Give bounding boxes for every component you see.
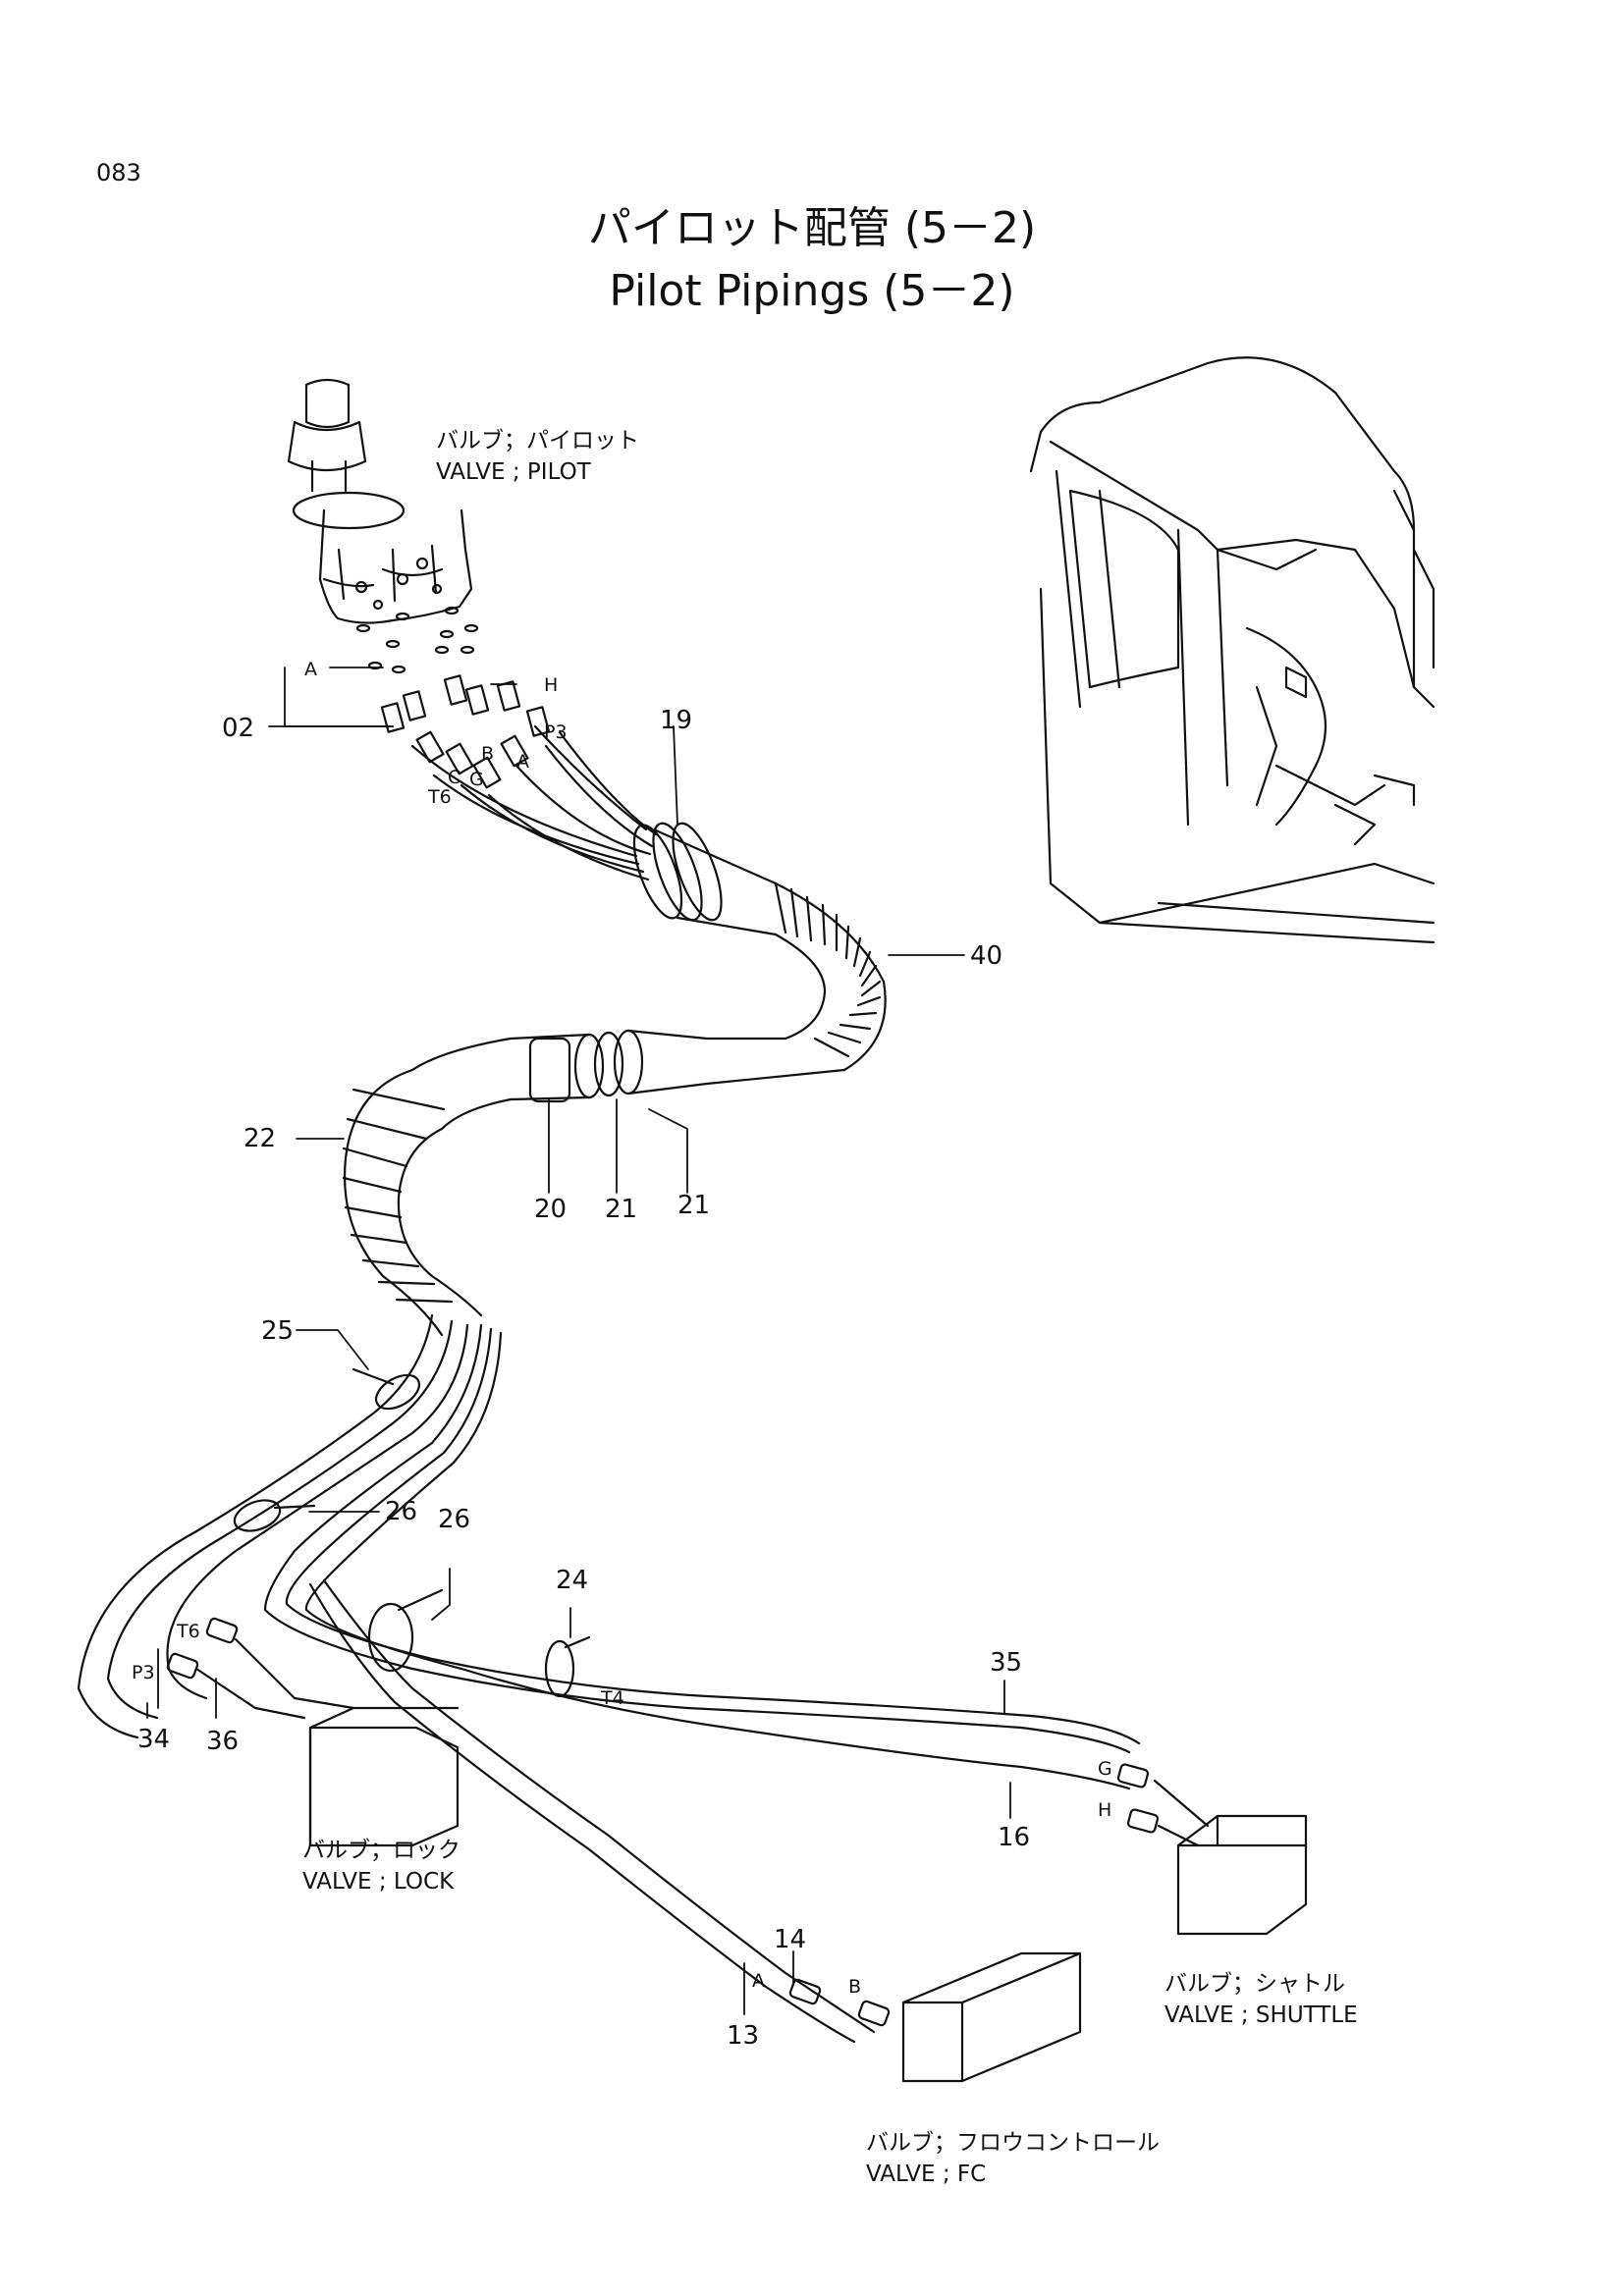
component-captions: バルブ；パイロット VALVE ; PILOT バルブ；ロック VALVE ; … xyxy=(302,428,1358,2187)
callout-21-second: 21 xyxy=(677,1191,710,1220)
fc-valve-caption-ja: バルブ；フロウコントロール xyxy=(866,2130,1160,2156)
pilot-valve-drawing xyxy=(287,378,473,624)
port-c-top: C xyxy=(448,767,460,788)
corrugated-tube-40 xyxy=(654,828,887,1086)
clamps xyxy=(233,1367,591,1698)
callout-24: 24 xyxy=(556,1566,588,1595)
callout-20: 20 xyxy=(534,1195,567,1224)
port-b-top: B xyxy=(481,743,494,765)
port-b-fc: B xyxy=(848,1976,861,1998)
pilot-hose-bundle xyxy=(410,724,658,881)
callout-labels: 02 19 40 22 20 21 21 25 26 26 24 35 16 3… xyxy=(137,706,1030,2051)
pilot-valve-caption-ja: バルブ；パイロット xyxy=(436,428,639,454)
main-hose-run xyxy=(77,1313,1141,2044)
shuttle-valve-drawing xyxy=(1116,1763,1308,1936)
shuttle-valve-caption-ja: バルブ；シャトル xyxy=(1164,1971,1345,1997)
callout-26-first: 26 xyxy=(385,1497,417,1526)
callout-36: 36 xyxy=(206,1727,239,1756)
fc-valve-drawing xyxy=(788,1951,1082,2083)
page-number: 083 xyxy=(96,159,141,187)
callout-26-second: 26 xyxy=(438,1505,470,1534)
port-p3-top: P3 xyxy=(544,721,568,743)
callout-02: 02 xyxy=(222,714,254,743)
port-g-shuttle: G xyxy=(1098,1758,1112,1780)
port-a-fc: A xyxy=(752,1970,765,1992)
spiral-guard-22 xyxy=(342,1068,483,1337)
callout-40: 40 xyxy=(970,941,1002,971)
fc-valve-caption-en: VALVE ; FC xyxy=(866,2162,986,2187)
callout-14: 14 xyxy=(774,1925,806,1954)
port-h-top: H xyxy=(544,674,558,696)
adapters-02 xyxy=(380,674,551,789)
pilot-valve-caption-en: VALVE ; PILOT xyxy=(436,459,592,485)
port-h-shuttle: H xyxy=(1098,1799,1111,1821)
port-t6-lock: T6 xyxy=(176,1621,200,1642)
sleeve-and-clamps xyxy=(410,1029,709,1131)
port-t4: T4 xyxy=(600,1687,624,1709)
callout-13: 13 xyxy=(727,2021,759,2051)
callout-34: 34 xyxy=(137,1725,170,1754)
port-t6-top: T6 xyxy=(427,786,452,808)
leader-lines xyxy=(146,667,1011,2015)
callout-25: 25 xyxy=(261,1316,294,1346)
port-a2-top: A xyxy=(516,751,529,773)
page-title-english: Pilot Pipings (5－2) xyxy=(609,266,1015,316)
page-title-japanese: パイロット配管 (5－2) xyxy=(587,203,1037,253)
o-rings xyxy=(355,606,479,674)
callout-21-first: 21 xyxy=(605,1195,637,1224)
port-g-top: G xyxy=(469,769,484,790)
shuttle-valve-caption-en: VALVE ; SHUTTLE xyxy=(1164,2002,1358,2028)
grommet-19 xyxy=(632,822,723,922)
lock-valve-caption-ja: バルブ；ロック xyxy=(302,1838,460,1863)
port-a-top: A xyxy=(304,659,317,680)
port-p3-lock: P3 xyxy=(132,1662,155,1683)
lock-valve-caption-en: VALVE ; LOCK xyxy=(302,1869,455,1895)
callout-19: 19 xyxy=(660,706,692,735)
port-labels: A H P3 B A C G T6 T6 P3 T4 G H A B xyxy=(132,659,1112,1998)
callout-22: 22 xyxy=(244,1124,276,1153)
callout-35: 35 xyxy=(990,1648,1022,1678)
callout-16: 16 xyxy=(998,1823,1030,1852)
cab-view-drawing xyxy=(1029,356,1435,944)
